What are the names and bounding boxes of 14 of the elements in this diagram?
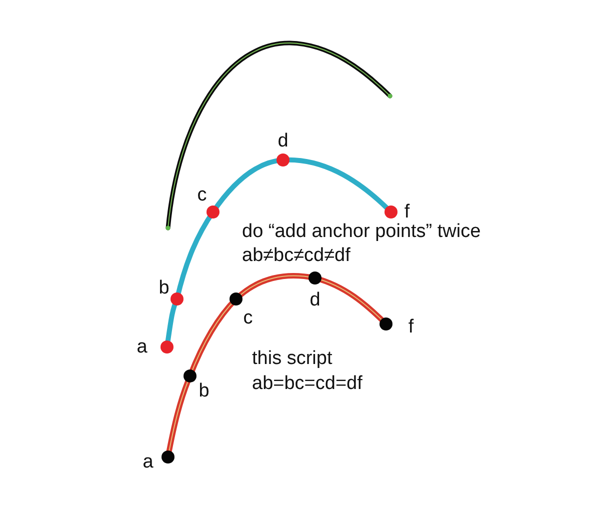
point-label: c — [197, 186, 207, 204]
equation-text: ab=bc=cd=df — [252, 374, 362, 393]
note-text: do “add anchor points” twice — [242, 222, 481, 241]
point-label: f — [408, 318, 414, 336]
point-label: c — [243, 308, 253, 328]
point-label: d — [310, 290, 320, 310]
point-label: a — [136, 338, 148, 356]
point-label: b — [158, 278, 170, 298]
note-text: this script — [252, 349, 332, 368]
point-label: f — [404, 202, 410, 222]
point-label: a — [142, 452, 154, 472]
equation-text: ab≠bc≠cd≠df — [242, 246, 350, 265]
point-label: d — [278, 132, 288, 150]
point-label: b — [198, 382, 210, 400]
